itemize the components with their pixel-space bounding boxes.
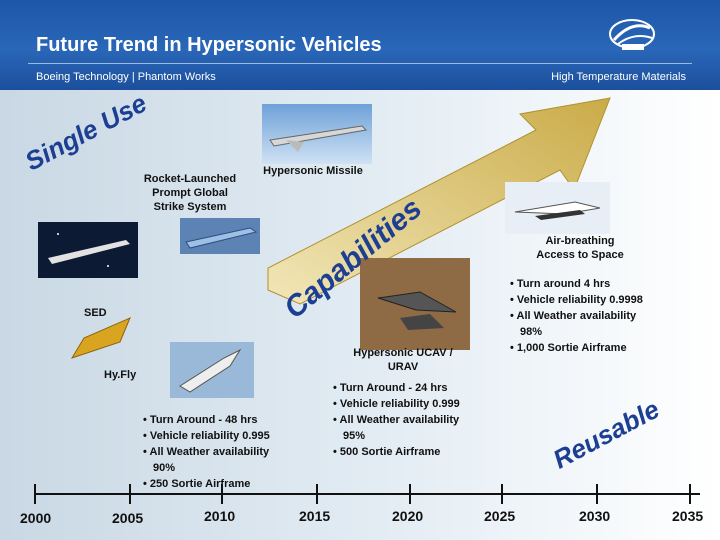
header-divider: [28, 63, 692, 64]
air-breathing-label: Air-breathing Access to Space: [536, 235, 624, 261]
year-label: 2005: [112, 510, 144, 526]
spec-middle-item: Turn Around - 24 hrs: [333, 380, 483, 396]
sed-missile-image: [70, 317, 131, 359]
year-label: 2000: [20, 510, 52, 526]
page-title: Future Trend in Hypersonic Vehicles: [36, 34, 382, 56]
rocket-launched-label: Rocket-Launched Prompt Global Strike Sys…: [143, 173, 237, 213]
header-subtitle-right: High Temperature Materials: [551, 71, 686, 83]
year-label: 2015: [299, 508, 331, 524]
sed-image: [38, 222, 138, 278]
ucav-image: [360, 258, 470, 350]
boeing-logo-icon: [609, 19, 655, 50]
spec-right-item: All Weather availability 98%: [510, 308, 660, 340]
spec-middle-item: Vehicle reliability 0.999: [333, 396, 483, 412]
year-label: 2010: [204, 508, 236, 524]
rocket-launched-image: [180, 218, 260, 254]
year-label: 2035: [672, 508, 704, 524]
year-label: 2020: [392, 508, 424, 524]
specs-middle-list: Turn Around - 24 hrs Vehicle reliability…: [333, 380, 483, 460]
spec-right-item: 1,000 Sortie Airframe: [510, 340, 660, 356]
hyfly-label: Hy.Fly: [104, 369, 137, 381]
hypersonic-missile-label: Hypersonic Missile: [263, 165, 363, 177]
content-area: Single Use Capabilities Reusable Rocket-…: [0, 88, 720, 540]
specs-right-list: Turn around 4 hrs Vehicle reliability 0.…: [510, 276, 660, 356]
air-breathing-image: [505, 182, 610, 234]
ucav-label: Hypersonic UCAV / URAV: [353, 347, 453, 373]
year-label: 2025: [484, 508, 516, 524]
spec-middle-item: All Weather availability 95%: [333, 412, 483, 444]
spec-left-item: All Weather availability 90%: [143, 444, 293, 476]
spec-right-item: Vehicle reliability 0.9998: [510, 292, 660, 308]
header-banner: Future Trend in Hypersonic Vehicles Boei…: [0, 0, 720, 90]
spec-middle-item: 500 Sortie Airframe: [333, 444, 483, 460]
hyfly-image: [170, 342, 254, 398]
spec-right-item: Turn around 4 hrs: [510, 276, 660, 292]
specs-left-list: Turn Around - 48 hrs Vehicle reliability…: [143, 412, 293, 492]
sed-label: SED: [84, 307, 107, 319]
spec-left-item: Turn Around - 48 hrs: [143, 412, 293, 428]
header-subtitle-left: Boeing Technology | Phantom Works: [36, 71, 216, 83]
spec-left-item: 250 Sortie Airframe: [143, 476, 293, 492]
spec-left-item: Vehicle reliability 0.995: [143, 428, 293, 444]
hypersonic-missile-image: [262, 104, 372, 164]
year-label: 2030: [579, 508, 611, 524]
